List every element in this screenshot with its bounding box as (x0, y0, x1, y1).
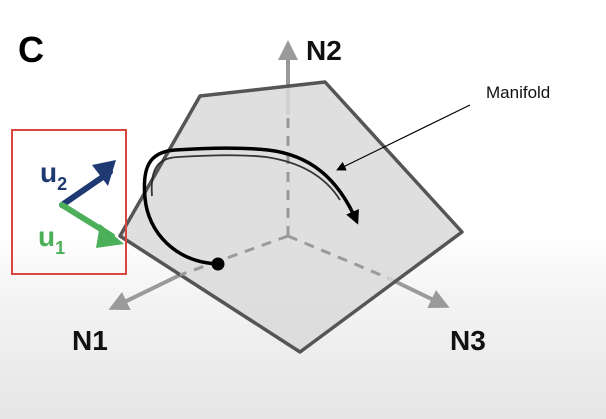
trajectory-shadow (150, 154, 341, 201)
vector-u1-head (96, 224, 124, 248)
trajectory-start-dot (211, 257, 225, 271)
trajectory-curve (142, 146, 359, 266)
highlight-box (11, 129, 127, 275)
label-u2: u2 (40, 157, 67, 194)
label-u1: u1 (38, 221, 65, 258)
axis-n1 (108, 273, 181, 311)
axes-dashed (179, 115, 389, 280)
vector-u2-head (92, 160, 116, 186)
annotation-label: Manifold (486, 83, 550, 102)
axis-label-n2: N2 (306, 35, 342, 66)
annotation-pointer (336, 104, 471, 171)
axis-label-n3: N3 (450, 325, 486, 356)
manifold-plane (118, 80, 464, 354)
panel-label: C (18, 29, 44, 70)
axis-label-n1: N1 (72, 325, 108, 356)
axis-n3 (387, 276, 450, 309)
